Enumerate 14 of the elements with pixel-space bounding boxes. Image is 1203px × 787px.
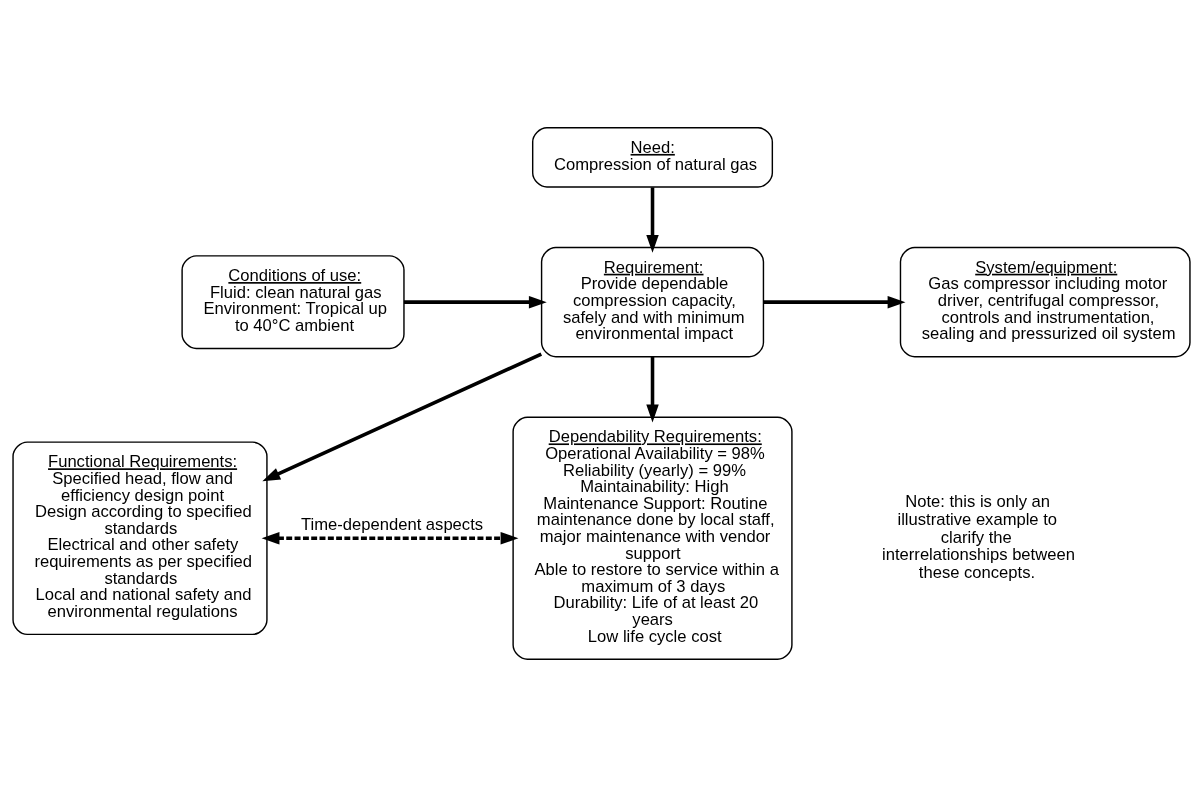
- node-box: System/equipment: Gas compressor including motor driver, centrifugal compressor, controls and instrumentation, sealing and pressurized oil system: [899, 246, 1191, 358]
- node-box: Dependability Requirements: Operational Availability = 98% Reliability (yearly) = 99% Maintainability: High Maintenance Support: Routine maintenance done by local staff, major maintenance with vendor support Able to restore to service within a maximum of 3 days Durability: Life of at least 20 years Low life cycle cost: [512, 416, 793, 660]
- node-box: Functional Requirements: Specified head, flow and efficiency design point Design according to specified standards Electrical and other safety requirements as per specified standards Local and national safety and environmental regulations: [12, 441, 268, 636]
- arrow: [646, 187, 659, 253]
- edge-label: Time-dependent aspects: [301, 515, 484, 535]
- arrow: [646, 356, 659, 423]
- node-box: Need: Compression of natural gas: [532, 127, 774, 188]
- arrow: [403, 295, 547, 309]
- label: Note: this is only an illustrative example to clarify the interrelationships between these concepts.: [882, 492, 1075, 583]
- node-box: Requirement: Provide dependable compression capacity, safely and with minimum environmental impact: [540, 246, 765, 358]
- arrow: [262, 352, 543, 482]
- arrow: [763, 295, 906, 309]
- arrow: [261, 532, 519, 545]
- node-box: Conditions of use: Fluid: clean natural gas Environment: Tropical up to 40°C ambient: [181, 255, 405, 350]
